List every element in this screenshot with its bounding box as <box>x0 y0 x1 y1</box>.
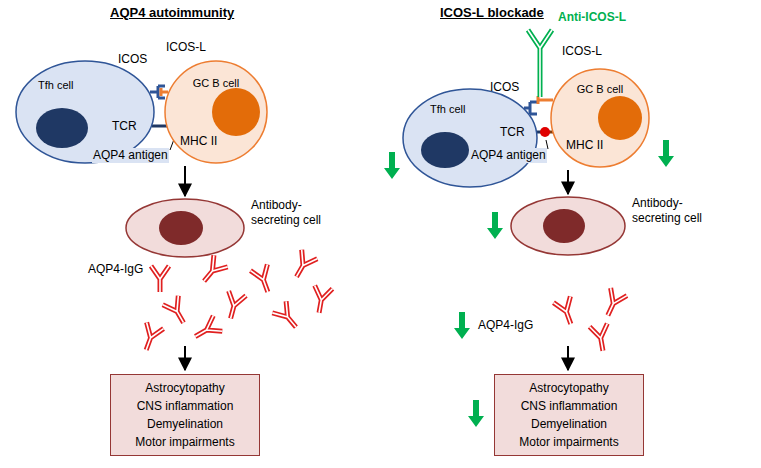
antigen-dot <box>540 127 550 137</box>
outcome-text: Demyelination <box>115 415 255 433</box>
antibody-cluster <box>553 288 626 352</box>
flow-arrow <box>184 346 186 370</box>
antibody-cluster <box>310 286 332 315</box>
outcome-box: AstrocytopathyCNS inflammationDemyelinat… <box>110 374 260 456</box>
antibody-cluster <box>553 296 579 327</box>
drug-label: Anti-ICOS-L <box>558 10 626 25</box>
flow-arrow <box>567 170 569 194</box>
antibody-cluster <box>272 301 303 332</box>
outcome-text: Astrocytopathy <box>499 379 639 397</box>
part-label: ICOS-L <box>166 40 206 55</box>
cell-membrane <box>511 197 625 255</box>
flow-arrow <box>185 346 186 370</box>
antibody-cluster <box>590 324 612 353</box>
outcome-text: CNS inflammation <box>499 397 639 415</box>
flow-arrow <box>568 346 569 370</box>
antibody-cluster <box>250 264 276 295</box>
decrease-arrow <box>454 312 470 339</box>
outcome-text: CNS inflammation <box>115 397 255 415</box>
cell-label: Antibody-secreting cell <box>632 196 717 226</box>
cell-label: GC B cell <box>164 76 268 91</box>
part-label: AQP4 antigen <box>92 148 169 163</box>
decrease-arrow <box>658 140 674 167</box>
cell-nucleus <box>212 88 260 136</box>
cell-nucleus <box>598 96 642 140</box>
cell-label: Tfh cell <box>38 78 178 93</box>
decrease-arrow <box>487 212 503 239</box>
flow-arrow <box>184 166 186 196</box>
gc-b-cell: GC B cell <box>550 68 650 168</box>
antibody-cluster <box>138 322 164 353</box>
cell-label: Antibody-secreting cell <box>251 198 336 228</box>
cell-nucleus <box>543 209 585 243</box>
cell-membrane <box>165 61 267 163</box>
part-label: MHC II <box>566 138 603 153</box>
antibody-secreting-cell: Antibody-secreting cell <box>125 198 245 258</box>
cell-membrane <box>126 199 244 257</box>
cell-membrane <box>551 69 649 167</box>
outcome-text: Motor impairments <box>499 433 639 451</box>
antibody-cluster <box>197 255 228 286</box>
antibody-cluster <box>191 316 223 345</box>
decrease-arrow <box>468 400 484 427</box>
part-label: MHC II <box>180 134 217 149</box>
part-label: AQP4 antigen <box>470 148 547 163</box>
outcome-text: Demyelination <box>499 415 639 433</box>
cell-label: GC B cell <box>550 82 650 97</box>
cell-shape <box>510 196 626 256</box>
antibody-cluster <box>289 250 318 282</box>
antibody-cluster <box>163 296 192 328</box>
panel-title: ICOS-L blockade <box>440 5 544 20</box>
part-label: ICOS <box>490 80 519 95</box>
flow-arrow <box>567 346 569 370</box>
antigen-dot <box>540 127 550 137</box>
icos-ligand <box>538 96 553 104</box>
cell-membrane <box>403 89 537 187</box>
outcome-box: AstrocytopathyCNS inflammationDemyelinat… <box>494 374 644 456</box>
part-label: TCR <box>500 125 525 140</box>
anti-icosl-antibody <box>528 30 552 97</box>
part-label: ICOS <box>118 52 147 67</box>
cell-label: Tfh cell <box>430 102 566 117</box>
outcome-text: Astrocytopathy <box>115 379 255 397</box>
icos-ligand <box>161 88 168 96</box>
cell-shape <box>164 60 268 164</box>
part-label: ICOS-L <box>562 44 602 59</box>
cell-nucleus <box>36 108 88 148</box>
cell-nucleus <box>159 211 203 245</box>
antibody-cluster <box>600 288 627 319</box>
part-label: AQP4-IgG <box>88 262 143 277</box>
panel-title: AQP4 autoimmunity <box>110 5 234 20</box>
cell-nucleus <box>421 132 469 168</box>
antibody-cluster <box>138 250 333 353</box>
anti-icosl-antibody <box>528 30 552 97</box>
icos-ligand <box>538 96 553 104</box>
part-label: TCR <box>112 119 137 134</box>
outcome-text: Motor impairments <box>115 433 255 451</box>
icos-ligand <box>161 88 168 96</box>
cell-shape <box>125 198 245 258</box>
decrease-arrow <box>384 152 400 179</box>
gc-b-cell: GC B cell <box>164 60 268 164</box>
antibody-cluster <box>222 291 246 321</box>
antibody-secreting-cell: Antibody-secreting cell <box>510 196 626 256</box>
anti-icosl-antibody <box>528 30 552 97</box>
antibody-cluster <box>151 266 169 292</box>
part-label: AQP4-IgG <box>478 318 533 333</box>
